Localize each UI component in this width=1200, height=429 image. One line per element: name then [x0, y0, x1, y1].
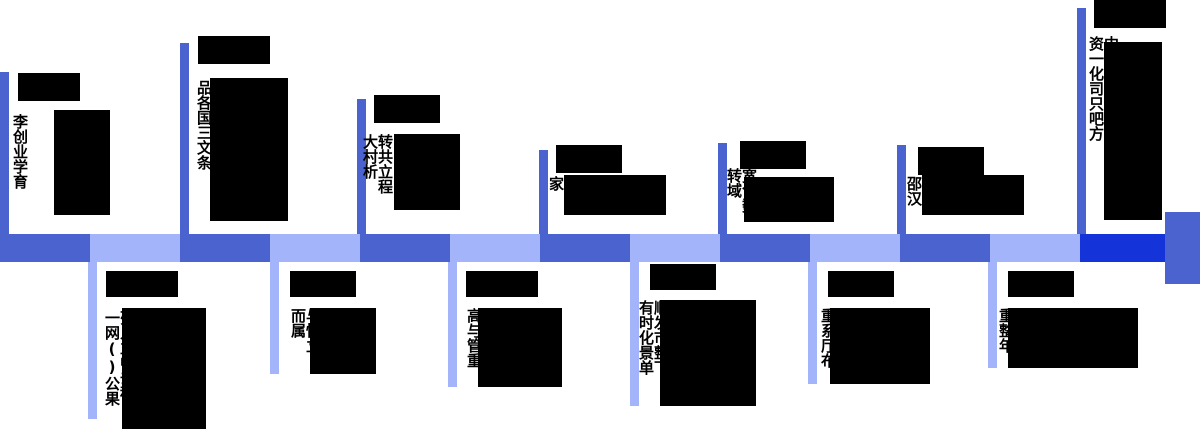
milestone-title-redacted-m5 [374, 95, 440, 123]
milestone-title-redacted-m2 [106, 271, 178, 297]
milestone-title-redacted-m10 [828, 271, 894, 297]
milestone-connector-m5 [357, 99, 366, 244]
milestone-connector-m1 [0, 72, 9, 242]
milestone-title-redacted-m11 [918, 147, 984, 175]
axis-end-cap [1165, 212, 1200, 284]
axis-segment-13[interactable] [1080, 234, 1165, 262]
milestone-connector-m3 [180, 43, 189, 243]
axis-segment-5[interactable] [360, 234, 450, 262]
milestone-connector-m11 [897, 145, 906, 244]
milestone-connector-m13 [1077, 8, 1086, 244]
text-column-2: 转域 [725, 168, 743, 198]
text-column-1: 李创业学育 [11, 114, 29, 189]
text-column-2: 而属 [289, 308, 307, 338]
milestone-connector-m10 [808, 254, 817, 384]
milestone-connector-m6 [448, 254, 457, 387]
text-column-2: 家 [547, 176, 565, 191]
milestone-body-redacted-m1 [54, 110, 110, 215]
text-column-2: 有时化景单 [637, 300, 655, 375]
milestone-connector-m9 [718, 143, 727, 244]
milestone-connector-m4 [270, 254, 279, 374]
text-column-2: 大村析 [361, 134, 379, 179]
axis-segment-9[interactable] [720, 234, 810, 262]
milestone-connector-m8 [630, 254, 639, 406]
milestone-title-redacted-m6 [466, 271, 538, 297]
axis-segment-10[interactable] [810, 234, 900, 262]
milestone-connector-m12 [988, 254, 997, 368]
milestone-body-redacted-m12 [1008, 308, 1138, 368]
milestone-connector-m2 [88, 254, 97, 419]
milestone-title-redacted-m1 [18, 73, 80, 101]
text-column-2: 品各国三文条 [195, 80, 213, 170]
milestone-body-redacted-m2 [122, 308, 206, 429]
milestone-title-redacted-m4 [290, 271, 356, 297]
milestone-body-redacted-m7 [564, 175, 666, 215]
milestone-title-redacted-m3 [198, 36, 270, 64]
text-column-2: 资一化司只吧方 [1087, 36, 1105, 141]
axis-segment-7[interactable] [540, 234, 630, 262]
axis-segment-4[interactable] [270, 234, 360, 262]
milestone-title-redacted-m13 [1094, 0, 1166, 28]
milestone-body-redacted-m8 [660, 300, 756, 406]
axis-segment-11[interactable] [900, 234, 990, 262]
axis-segment-3[interactable] [180, 234, 270, 262]
milestone-title-redacted-m7 [556, 145, 622, 173]
milestone-body-redacted-m11 [922, 175, 1024, 215]
timeline-axis [0, 212, 1200, 284]
milestone-body-redacted-m5 [394, 134, 460, 210]
milestone-body-redacted-m4 [310, 308, 376, 374]
milestone-connector-m7 [539, 150, 548, 244]
axis-segment-2[interactable] [90, 234, 180, 262]
milestone-title-redacted-m9 [740, 141, 806, 169]
milestone-body-redacted-m3 [210, 78, 288, 221]
axis-segment-6[interactable] [450, 234, 540, 262]
axis-segment-1[interactable] [0, 234, 90, 262]
milestone-title-redacted-m8 [650, 264, 716, 290]
milestone-body-redacted-m10 [830, 308, 930, 384]
text-column-2: 邵汉 [905, 176, 923, 206]
milestone-text-m1: 李创业学育 [11, 114, 29, 189]
milestone-title-redacted-m12 [1008, 271, 1074, 297]
milestone-body-redacted-m9 [744, 177, 834, 222]
text-column-1: 转共立程 [376, 134, 394, 194]
text-column-2: 一网()公果 [103, 310, 121, 406]
milestone-text-m5: 转共立程大村析 [361, 134, 394, 194]
axis-segment-8[interactable] [630, 234, 720, 262]
axis-segment-12[interactable] [990, 234, 1080, 262]
milestone-body-redacted-m13 [1104, 42, 1162, 220]
milestone-body-redacted-m6 [478, 308, 562, 387]
